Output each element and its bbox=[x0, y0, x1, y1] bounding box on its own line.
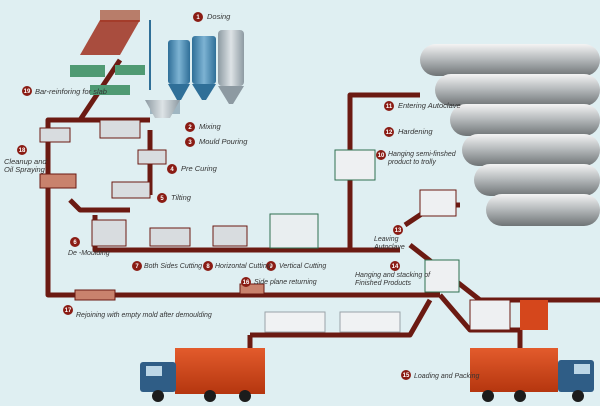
label-leaving-autoclave: Leaving Autoclave bbox=[374, 236, 405, 251]
svg-text:4: 4 bbox=[170, 167, 174, 173]
svg-text:11: 11 bbox=[386, 104, 393, 110]
svg-text:9: 9 bbox=[269, 264, 273, 270]
step-badges: 1 2 3 4 5 6 7 8 9 10 11 12 13 14 15 16 1… bbox=[17, 12, 411, 380]
badge-12: 12 bbox=[384, 127, 394, 137]
svg-text:17: 17 bbox=[65, 308, 72, 314]
svg-text:15: 15 bbox=[403, 373, 410, 379]
badge-3: 3 bbox=[185, 137, 195, 147]
label-hanging-stacking: Hanging and stacking of Finished Product… bbox=[355, 272, 431, 287]
badge-9: 9 bbox=[266, 261, 276, 271]
label-loading-packing: Loading and Packing bbox=[414, 373, 480, 380]
badge-11: 11 bbox=[384, 101, 394, 111]
badge-8: 8 bbox=[203, 261, 213, 271]
label-mould-pouring: Mould Pouring bbox=[199, 137, 248, 146]
svg-text:3: 3 bbox=[188, 140, 192, 146]
svg-text:2: 2 bbox=[188, 125, 192, 131]
label-vertical-cutting: Vertical Cutting bbox=[279, 263, 327, 270]
badge-2: 2 bbox=[185, 122, 195, 132]
label-dosing: Dosing bbox=[207, 12, 231, 21]
badge-19: 19 bbox=[22, 86, 32, 96]
badge-5: 5 bbox=[157, 193, 167, 203]
svg-text:13: 13 bbox=[395, 228, 402, 234]
mould-units bbox=[39, 119, 511, 331]
badge-10: 10 bbox=[376, 150, 386, 160]
badge-13: 13 bbox=[393, 225, 403, 235]
svg-text:1: 1 bbox=[196, 15, 200, 21]
svg-text:19: 19 bbox=[24, 89, 31, 95]
svg-text:12: 12 bbox=[386, 130, 393, 136]
truck-left bbox=[140, 348, 265, 402]
dosing-silos bbox=[145, 20, 244, 118]
label-both-sides-cutting: Both Sides Cutting bbox=[144, 263, 202, 270]
badge-6: 6 bbox=[70, 237, 80, 247]
badge-15: 15 bbox=[401, 370, 411, 380]
label-tilting: Tilting bbox=[171, 193, 191, 202]
reinforcing-racks bbox=[70, 10, 145, 95]
svg-text:16: 16 bbox=[243, 280, 250, 286]
label-pre-curing: Pre Curing bbox=[181, 164, 217, 173]
autoclaves bbox=[420, 44, 600, 226]
badge-4: 4 bbox=[167, 164, 177, 174]
label-entering-autoclave: Entering Autoclave bbox=[398, 101, 461, 110]
label-side-plane-returning: Side plane returning bbox=[254, 279, 317, 286]
svg-text:18: 18 bbox=[19, 148, 26, 154]
badge-14: 14 bbox=[390, 261, 400, 271]
badge-17: 17 bbox=[63, 305, 73, 315]
truck-right bbox=[470, 348, 594, 402]
badge-16: 16 bbox=[241, 277, 251, 287]
label-hanging-semi-finished: Hanging semi-finshed product to trolly bbox=[388, 151, 456, 166]
badge-1: 1 bbox=[193, 12, 203, 22]
label-hardening: Hardening bbox=[398, 127, 433, 136]
label-rejoining: Rejoining with empty mold after demouldi… bbox=[76, 312, 212, 319]
finished-stacks bbox=[264, 300, 548, 333]
svg-text:6: 6 bbox=[73, 240, 77, 246]
label-bar-reinforcing: Bar-reinforing for slab bbox=[35, 87, 107, 96]
label-horizontal-cutting: Horizontal Cutting bbox=[215, 263, 271, 270]
svg-text:7: 7 bbox=[135, 264, 139, 270]
svg-text:14: 14 bbox=[392, 264, 399, 270]
svg-text:5: 5 bbox=[160, 196, 164, 202]
svg-text:8: 8 bbox=[206, 264, 210, 270]
svg-text:10: 10 bbox=[378, 153, 385, 159]
label-mixing: Mixing bbox=[199, 122, 221, 131]
label-cleanup-oil: Cleanup and Oil Spraying bbox=[4, 157, 47, 174]
badge-7: 7 bbox=[132, 261, 142, 271]
badge-18: 18 bbox=[17, 145, 27, 155]
label-de-moulding: De -Moulding bbox=[68, 250, 110, 257]
